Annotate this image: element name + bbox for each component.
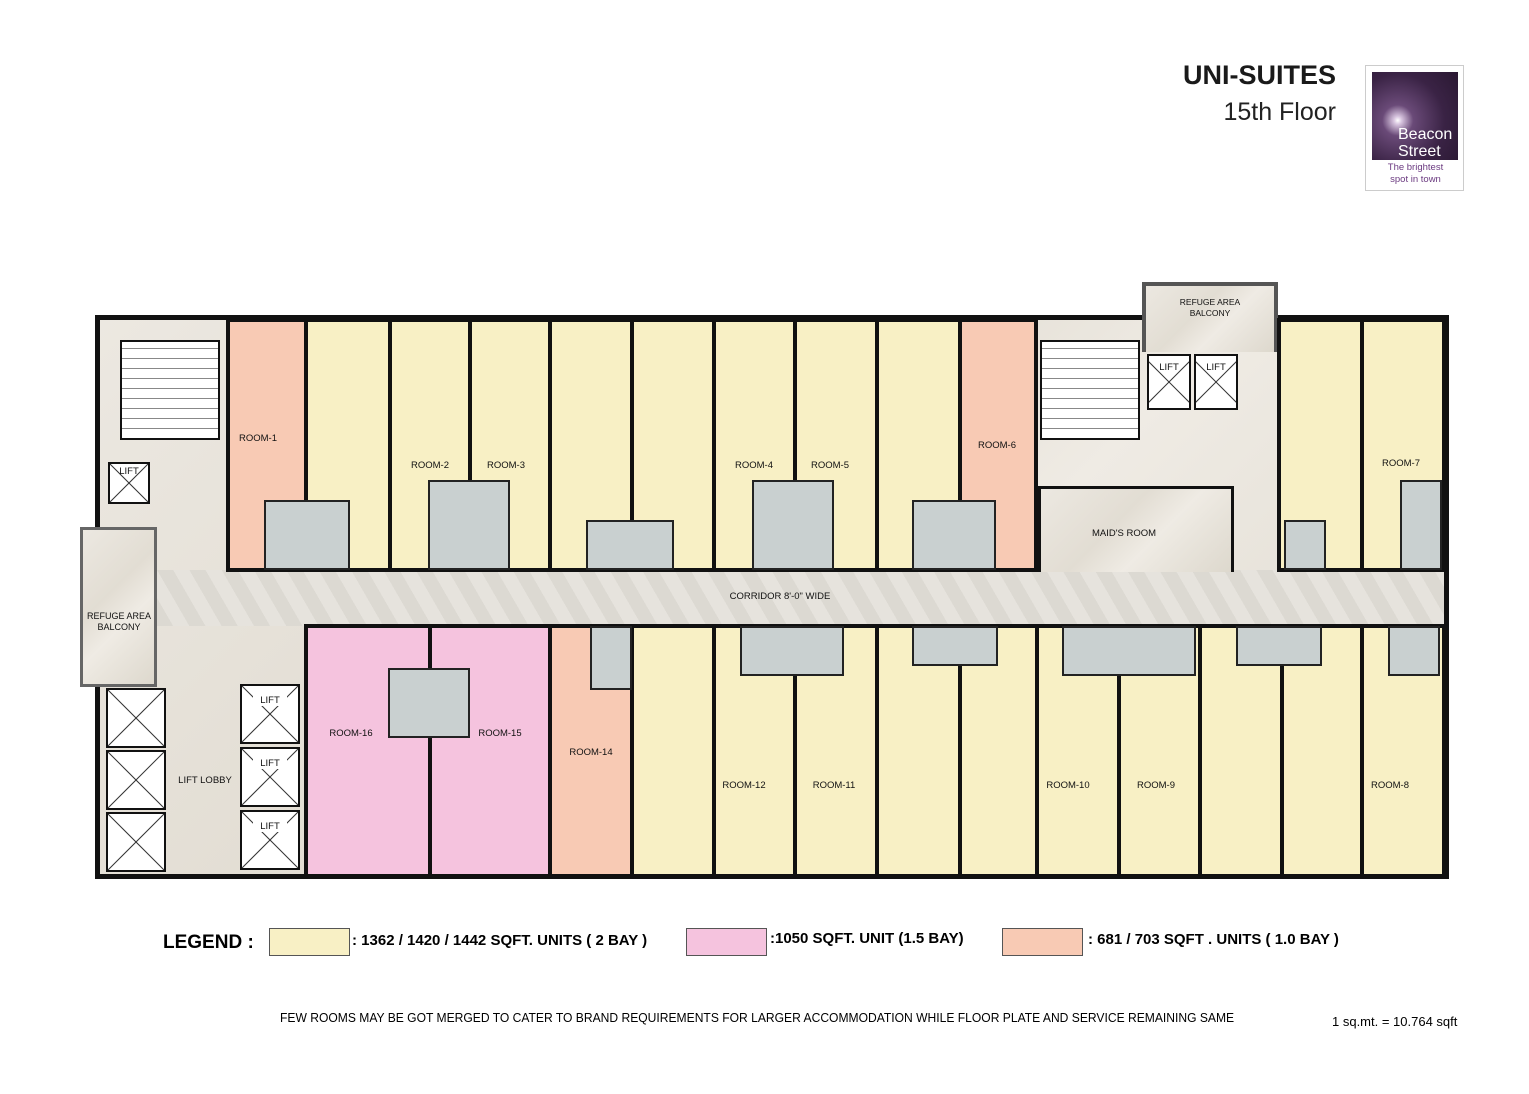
room-4-label: ROOM-4 [735,460,773,471]
lift-shaft [106,812,166,872]
room-15-label: ROOM-15 [478,728,522,739]
maids-room-label: MAID'S ROOM [1091,528,1157,539]
room-6-label: ROOM-6 [978,440,1016,451]
room-12-label: ROOM-12 [722,780,766,791]
room-16[interactable] [304,624,434,878]
lift-shaft [240,684,300,744]
floor-subtitle: 15th Floor [1223,98,1336,126]
bathroom [264,500,350,570]
lift-label: LIFT [1206,362,1226,373]
logo-tagline-1: The brightest [1387,162,1444,173]
unit-conversion: 1 sq.mt. = 10.764 sqft [1332,1014,1458,1029]
bathroom [388,668,470,738]
lift-shaft [240,747,300,807]
unit-bottom-a[interactable] [630,624,716,878]
bathroom [1284,520,1326,570]
lift-label: LIFT [119,466,139,477]
room-16-label: ROOM-16 [329,728,373,739]
legend-swatch-1bay [1002,928,1083,956]
lift-shaft [1194,354,1238,410]
lift-shaft [1147,354,1191,410]
refuge-area-top [1142,282,1278,352]
room-14-label: ROOM-14 [569,747,613,758]
lift-shaft [240,810,300,870]
legend-label-1bay: : 681 / 703 SQFT . UNITS ( 1.0 BAY ) [1088,931,1339,948]
lift-label: LIFT [1159,362,1179,373]
refuge-left-label: REFUGE AREA BALCONY [86,611,151,632]
corridor-label: CORRIDOR 8'-0" WIDE [729,591,831,602]
bathroom [1400,480,1442,570]
bathroom [912,500,996,570]
bathroom [590,626,632,690]
bathroom [1062,626,1196,676]
logo-name-1: Beacon [1398,126,1453,143]
room-3-label: ROOM-3 [487,460,525,471]
logo-name-2: Street [1398,143,1441,160]
bathroom [1388,626,1440,676]
corridor [157,570,1444,626]
legend-swatch-2bay [269,928,350,956]
staircase-right [1040,340,1140,440]
floor-plan: REFUGE AREA BALCONY REFUGE AREA BALCONY … [0,0,1529,900]
room-5[interactable] [793,318,879,572]
bathroom [1236,626,1322,666]
lift-label: LIFT [253,821,287,832]
legend-label-2bay: : 1362 / 1420 / 1442 SQFT. UNITS ( 2 BAY… [352,932,648,949]
room-10-label: ROOM-10 [1046,780,1090,791]
lift-lobby-label: LIFT LOBBY [178,775,232,786]
legend-label-1-5bay: :1050 SQFT. UNIT (1.5 BAY) [770,930,964,947]
room-2-label: ROOM-2 [411,460,449,471]
page-title: UNI-SUITES [1182,60,1336,90]
legend-title: LEGEND : [163,932,254,953]
room-7-label: ROOM-7 [1382,458,1420,469]
bathroom [586,520,674,570]
room-8-label: ROOM-8 [1371,780,1409,791]
bathroom [428,480,510,570]
lift-label: LIFT [253,758,287,769]
footer-note: FEW ROOMS MAY BE GOT MERGED TO CATER TO … [280,1010,1235,1025]
refuge-area-left [80,527,157,687]
legend-swatch-1-5bay [686,928,767,956]
staircase-left [120,340,220,440]
lift-shaft [106,688,166,748]
bathroom [912,626,998,666]
unit-bottom-d[interactable] [1198,624,1284,878]
lift-label: LIFT [253,695,287,706]
lift-shaft [108,462,150,504]
maids-room [1038,486,1234,572]
room-15[interactable] [428,624,552,878]
bathroom [752,480,834,570]
room-9-label: ROOM-9 [1137,780,1175,791]
room-5-label: ROOM-5 [811,460,849,471]
logo-tagline-2: spot in town [1390,174,1441,185]
room-11-label: ROOM-11 [812,780,856,791]
bathroom [740,626,844,676]
lift-shaft [106,750,166,810]
room-1-label: ROOM-1 [239,433,277,444]
refuge-top-label: REFUGE AREA BALCONY [1179,297,1241,318]
